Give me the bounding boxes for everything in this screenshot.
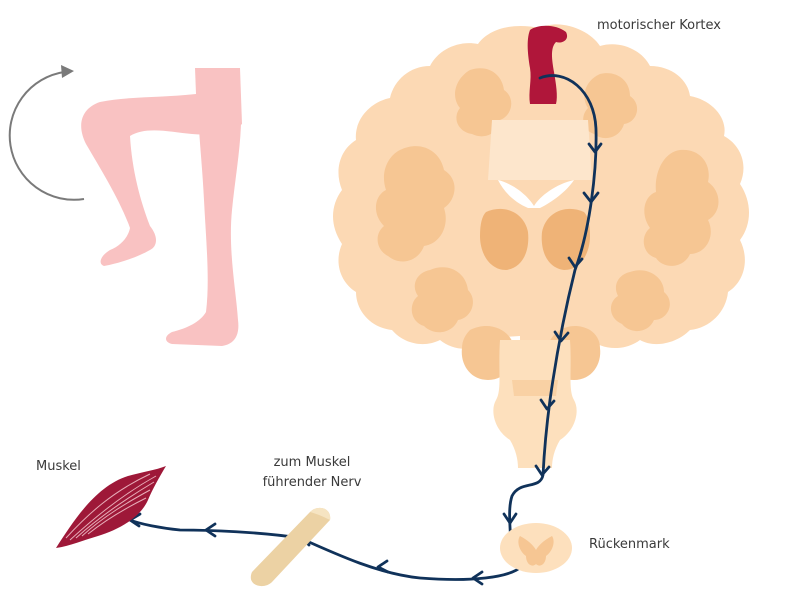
muscle-icon: [56, 466, 166, 548]
spinal-cord-label: Rückenmark: [589, 537, 670, 552]
muscle-label: Muskel: [36, 459, 81, 474]
motor-cortex-region: [527, 25, 568, 104]
spinal-cord-section: [500, 523, 572, 573]
brain-cross-section: [333, 24, 749, 468]
nerve-label-line2: führender Nerv: [262, 475, 362, 490]
pathway-arrowheads: [128, 142, 603, 586]
nerve-label-line1: zum Muskel: [273, 455, 351, 470]
rotation-arrow-icon: [8, 65, 85, 201]
nerve-segment-icon: [250, 507, 331, 587]
leg-figure: [81, 68, 242, 346]
motor-cortex-label: motorischer Kortex: [597, 18, 721, 33]
